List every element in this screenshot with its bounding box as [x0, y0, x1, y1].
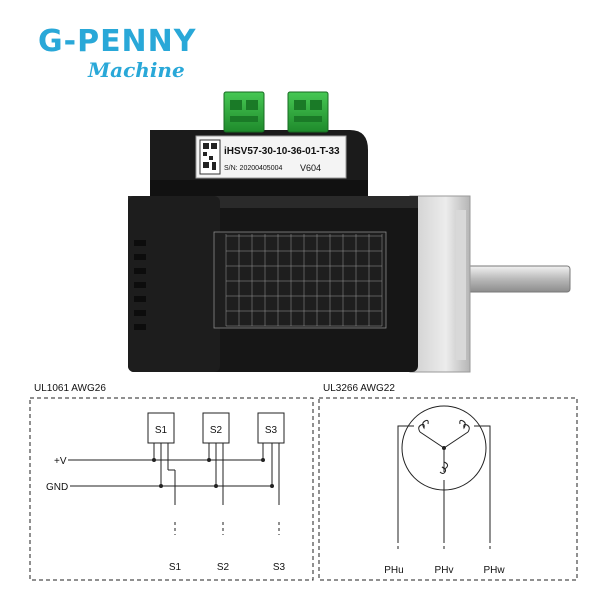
brand-logo: G-PENNY Machine — [38, 24, 238, 83]
green-connector-1 — [223, 91, 265, 133]
model-label: iHSV57-30-10-36-01-T-33 S/N: 20200405004… — [195, 135, 347, 179]
power-positive-label: +V — [54, 456, 67, 467]
left-cable-spec: UL1061 AWG26 — [34, 383, 106, 394]
brand-subtitle: Machine — [88, 58, 185, 82]
encoder-wiring-box — [29, 397, 314, 581]
hall-sensor-1: S1 — [147, 412, 175, 444]
wire-junctions — [152, 458, 274, 488]
brand-name: G-PENNY — [38, 24, 197, 59]
hall-sensor-2: S2 — [202, 412, 230, 444]
output-label-s3: S3 — [273, 562, 286, 573]
hall-sensor-3: S3 — [257, 412, 285, 444]
right-cable-spec: UL3266 AWG22 — [323, 383, 395, 394]
output-label-s2: S2 — [217, 562, 230, 573]
sensor-label-3: S3 — [265, 425, 278, 436]
serial-number: S/N: 20200405004 — [224, 165, 282, 172]
cooling-fins — [134, 240, 146, 330]
green-connector-2 — [287, 91, 329, 133]
firmware-version: V604 — [300, 163, 321, 173]
phase-label-u: PHu — [384, 565, 403, 576]
power-ground-label: GND — [46, 482, 68, 493]
motor-shaft — [461, 265, 571, 293]
phase-label-v: PHv — [435, 565, 454, 576]
sensor-label-2: S2 — [210, 425, 223, 436]
model-number: iHSV57-30-10-36-01-T-33 — [224, 146, 340, 157]
servo-motor: iHSV57-30-10-36-01-T-33 S/N: 20200405004… — [128, 91, 571, 373]
dip-switch-table — [213, 231, 387, 329]
sensor-label-1: S1 — [155, 425, 168, 436]
phase-winding-diagram — [397, 405, 491, 552]
sensor-wires — [80, 443, 280, 535]
phase-wiring-box — [318, 397, 578, 581]
output-label-s1: S1 — [169, 562, 182, 573]
phase-label-w: PHw — [483, 565, 505, 576]
